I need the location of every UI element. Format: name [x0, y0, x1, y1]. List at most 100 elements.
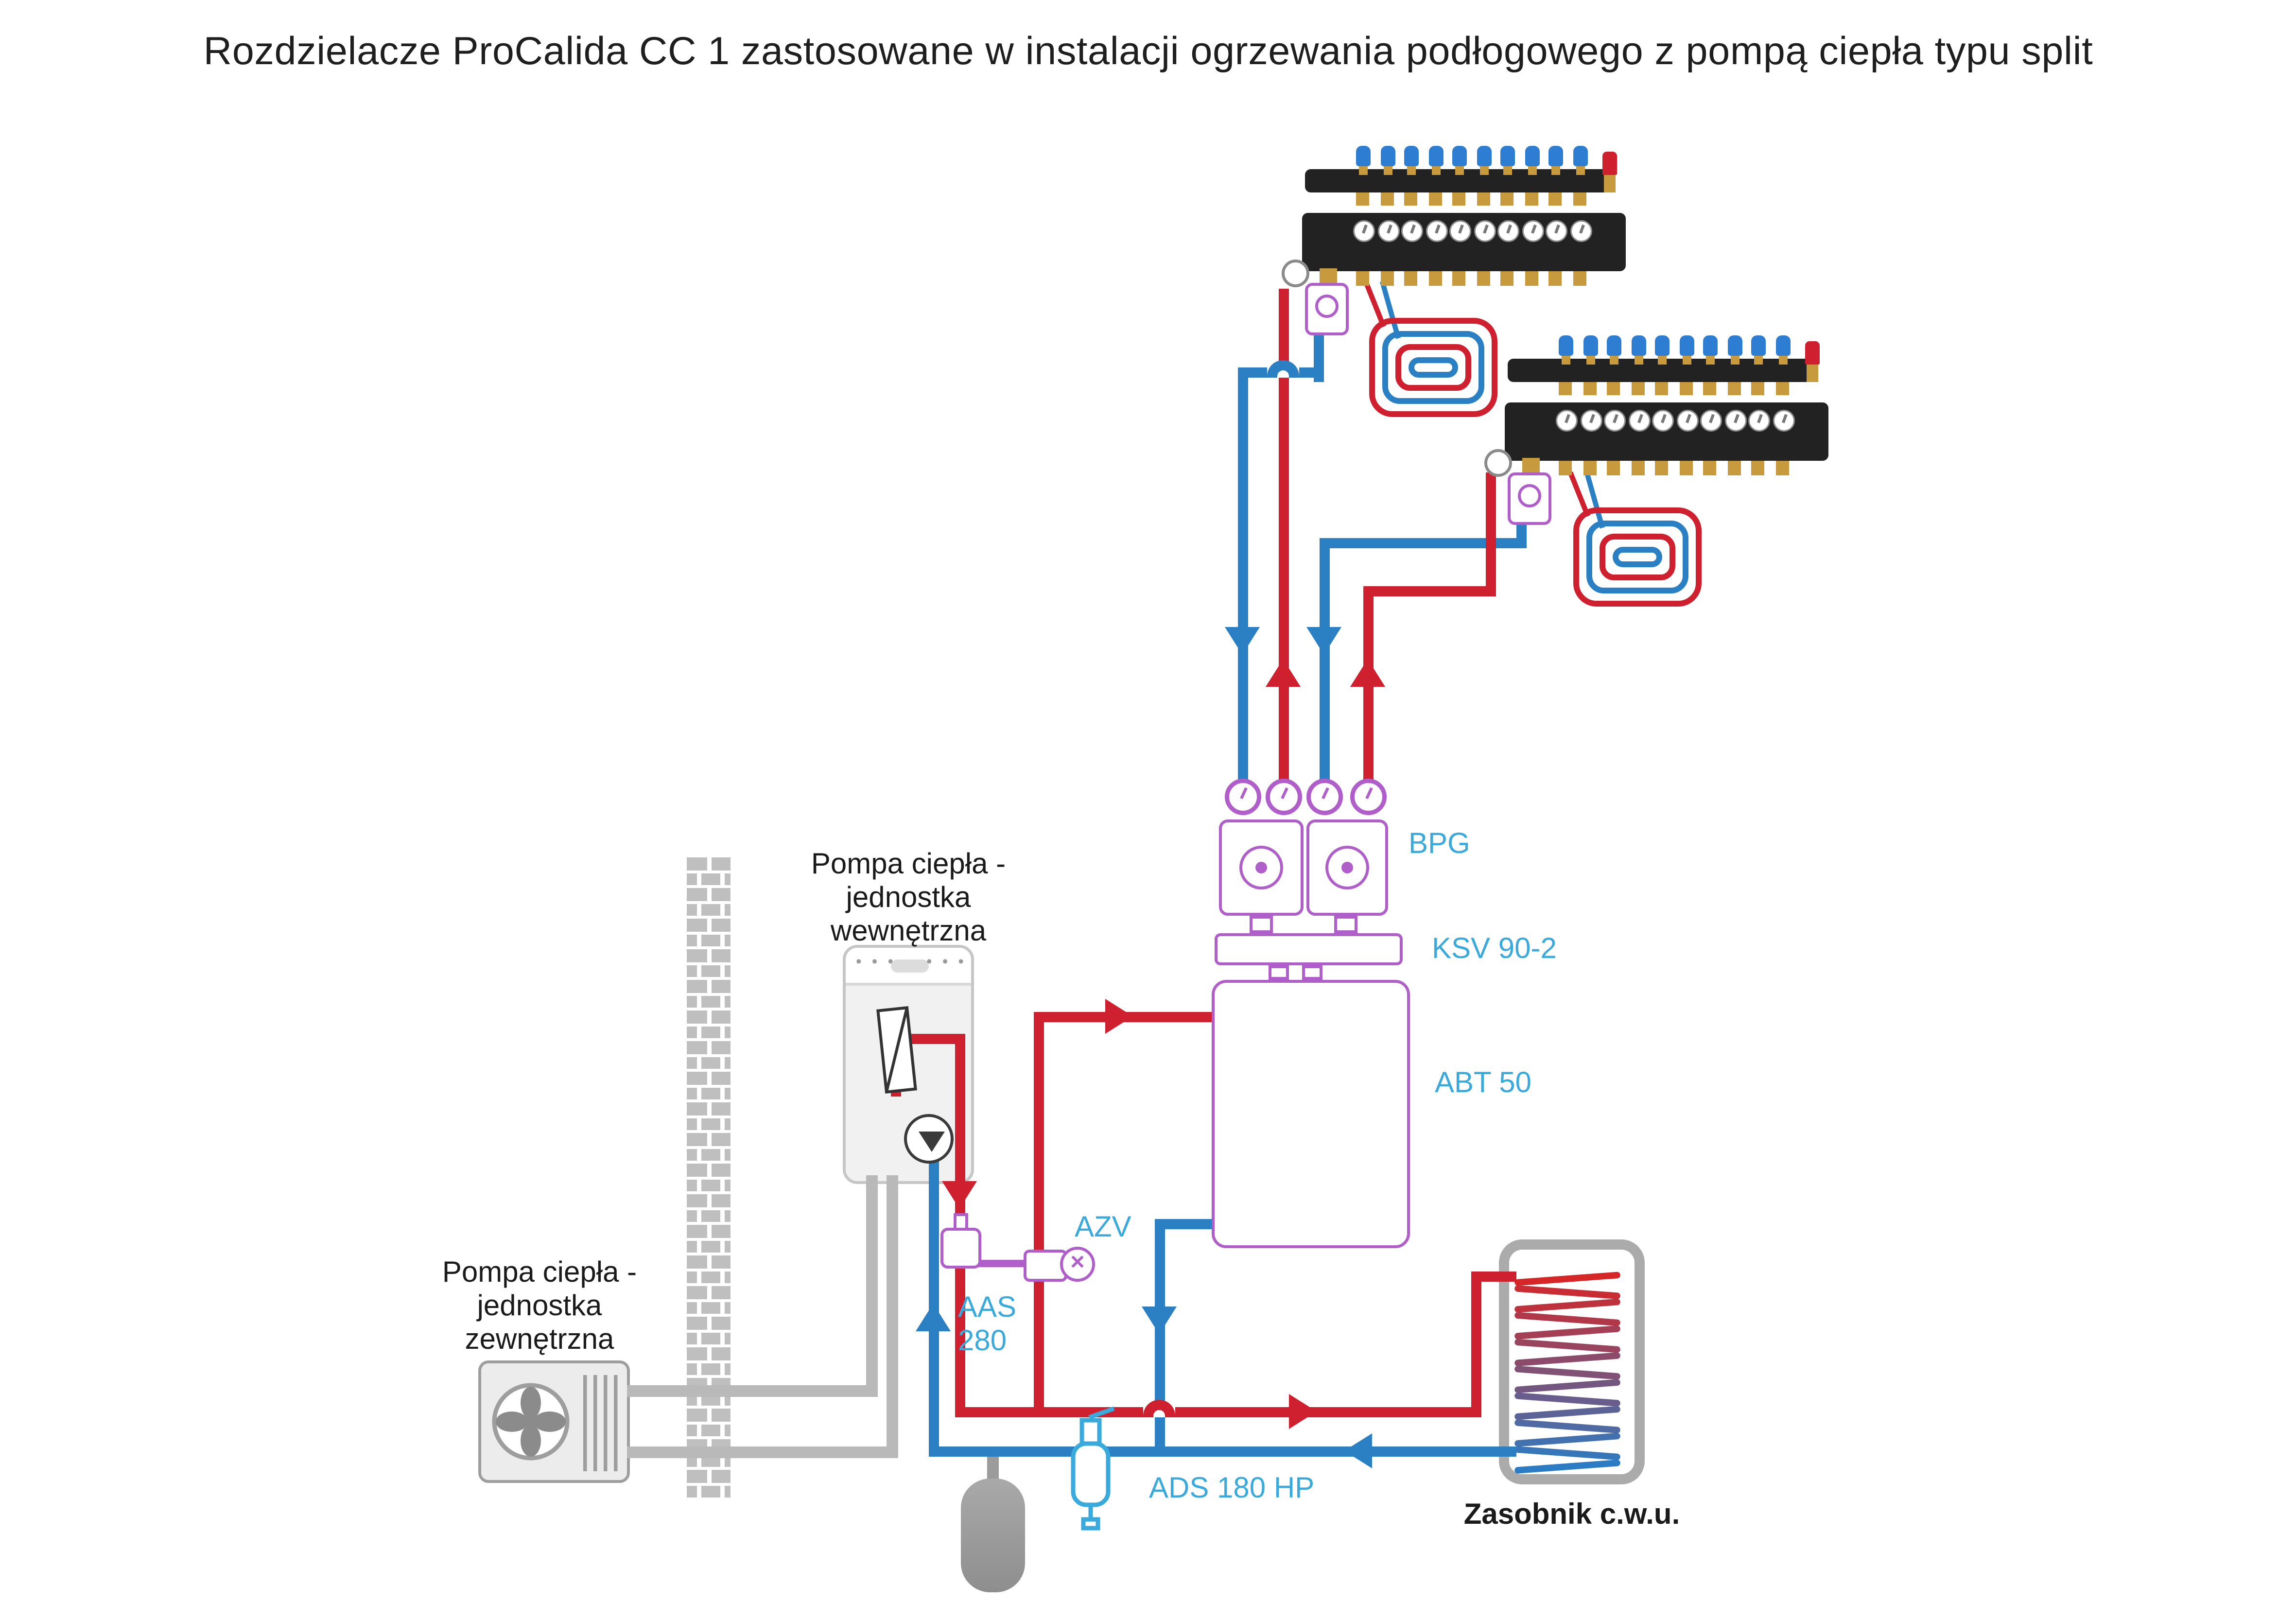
pump-gauge: [1306, 779, 1343, 815]
brick: [712, 1347, 731, 1360]
manifold-gauge: [1377, 220, 1399, 242]
pipe-hot-segment: [1363, 586, 1496, 596]
pipe-hot-segment: [1034, 1012, 1044, 1417]
flow-meter-cap: [1572, 146, 1587, 166]
flow-meter-cap: [1655, 335, 1670, 356]
coil-line: [1514, 1446, 1620, 1461]
heat-pump-outdoor-unit: [478, 1360, 630, 1483]
valve-stem: [1503, 163, 1512, 175]
coil-line: [1514, 1272, 1620, 1286]
brick: [687, 1133, 707, 1146]
brick: [712, 1102, 731, 1115]
loop-outlet: [1404, 271, 1417, 286]
flow-meter-cap: [1452, 146, 1467, 166]
loop-outlet: [1727, 461, 1740, 475]
loop-outlet: [1476, 271, 1490, 286]
loop-outlet: [1524, 271, 1538, 286]
pipe-cold-segment: [1238, 367, 1248, 790]
brick: [701, 1087, 720, 1099]
manifold-gauge: [1546, 220, 1567, 242]
brick: [687, 903, 697, 916]
brick: [701, 872, 720, 885]
flow-meter-cap: [1559, 335, 1573, 356]
brick: [725, 1148, 731, 1161]
valve-stem: [1754, 353, 1763, 365]
brick: [701, 964, 720, 977]
valve-stem: [1431, 163, 1440, 175]
brick: [687, 995, 697, 1008]
manifold-2: [1484, 335, 1831, 528]
flow-meter-cap: [1356, 146, 1371, 166]
flow-meter-cap: [1631, 335, 1646, 356]
label-abt: ABT 50: [1435, 1067, 1532, 1099]
brick: [701, 934, 720, 946]
label-aas-line: AAS: [958, 1292, 1017, 1324]
valve-nut: [1548, 192, 1562, 206]
coil-line: [1514, 1460, 1620, 1474]
tank-connector: [1302, 965, 1322, 980]
manifold-pump: [1305, 283, 1349, 335]
air-vent-base: [1807, 365, 1818, 382]
brick: [712, 857, 731, 870]
loop-outlet: [1559, 461, 1572, 475]
valve-stem: [1682, 353, 1691, 365]
pipe-ref-segment: [627, 1446, 898, 1458]
flow-meter-cap: [1607, 335, 1621, 356]
loop-outlet: [1655, 461, 1668, 475]
brick: [725, 903, 731, 916]
manifold-gauge: [1569, 220, 1592, 242]
brick: [725, 1424, 731, 1436]
flow-arrow: [1289, 1394, 1317, 1429]
brick: [712, 1133, 731, 1146]
valve-stem: [1778, 353, 1787, 365]
pipe-hot-segment: [1175, 1407, 1481, 1417]
label-line: wewnętrzna: [830, 916, 987, 948]
loop-outlet: [1380, 271, 1393, 286]
valve-azv-actuator: [1060, 1247, 1095, 1282]
flow-meter-cap: [1500, 146, 1515, 166]
brick: [687, 1271, 697, 1283]
coil-line: [1514, 1406, 1620, 1420]
valve-stem: [1407, 163, 1416, 175]
brick: [701, 1179, 720, 1191]
manifold-gauge: [1473, 220, 1496, 242]
label-bpg: BPG: [1409, 828, 1470, 860]
flow-meter-cap: [1524, 146, 1539, 166]
label-ksv: KSV 90-2: [1432, 933, 1557, 965]
brick: [725, 1240, 731, 1253]
valve-nut: [1559, 382, 1572, 395]
flow-meter-cap: [1679, 335, 1694, 356]
pipe-hot-segment: [1471, 1272, 1481, 1417]
valve-stem: [1455, 163, 1464, 175]
label-heat-pump-outdoor: Pompa ciepła - jednostka zewnętrzna: [413, 1257, 666, 1358]
brick: [701, 1209, 720, 1222]
flow-arrow: [1142, 1306, 1177, 1334]
pressure-gauge: [1282, 260, 1309, 287]
brick: [712, 1317, 731, 1329]
manifold-gauge: [1425, 220, 1447, 242]
loop-outlet: [1428, 271, 1442, 286]
loop-outlet: [1751, 461, 1764, 475]
brick: [687, 1026, 697, 1038]
valve-nut: [1404, 192, 1417, 206]
pipe-hot-segment: [898, 1034, 965, 1044]
manifold-gauge: [1604, 410, 1626, 432]
brick: [712, 949, 731, 962]
flow-arrow: [1225, 627, 1260, 655]
coil-line: [1514, 1325, 1620, 1340]
loop-outlet: [1703, 461, 1716, 475]
valve-nut: [1607, 382, 1620, 395]
brick: [701, 995, 720, 1008]
brick: [725, 995, 731, 1008]
pipe-cold-segment: [1320, 538, 1330, 790]
valve-nut: [1356, 192, 1369, 206]
pump-bpg-1: [1219, 819, 1304, 916]
mixing-set-ksv: [1215, 933, 1403, 965]
pipe-ref-segment: [887, 1175, 898, 1458]
valve-nut: [1380, 192, 1393, 206]
brick: [701, 1117, 720, 1130]
brick: [687, 1301, 697, 1314]
brick: [687, 1362, 697, 1375]
pipe-cold-segment: [1155, 1220, 1165, 1457]
panel-dots: [856, 954, 896, 971]
